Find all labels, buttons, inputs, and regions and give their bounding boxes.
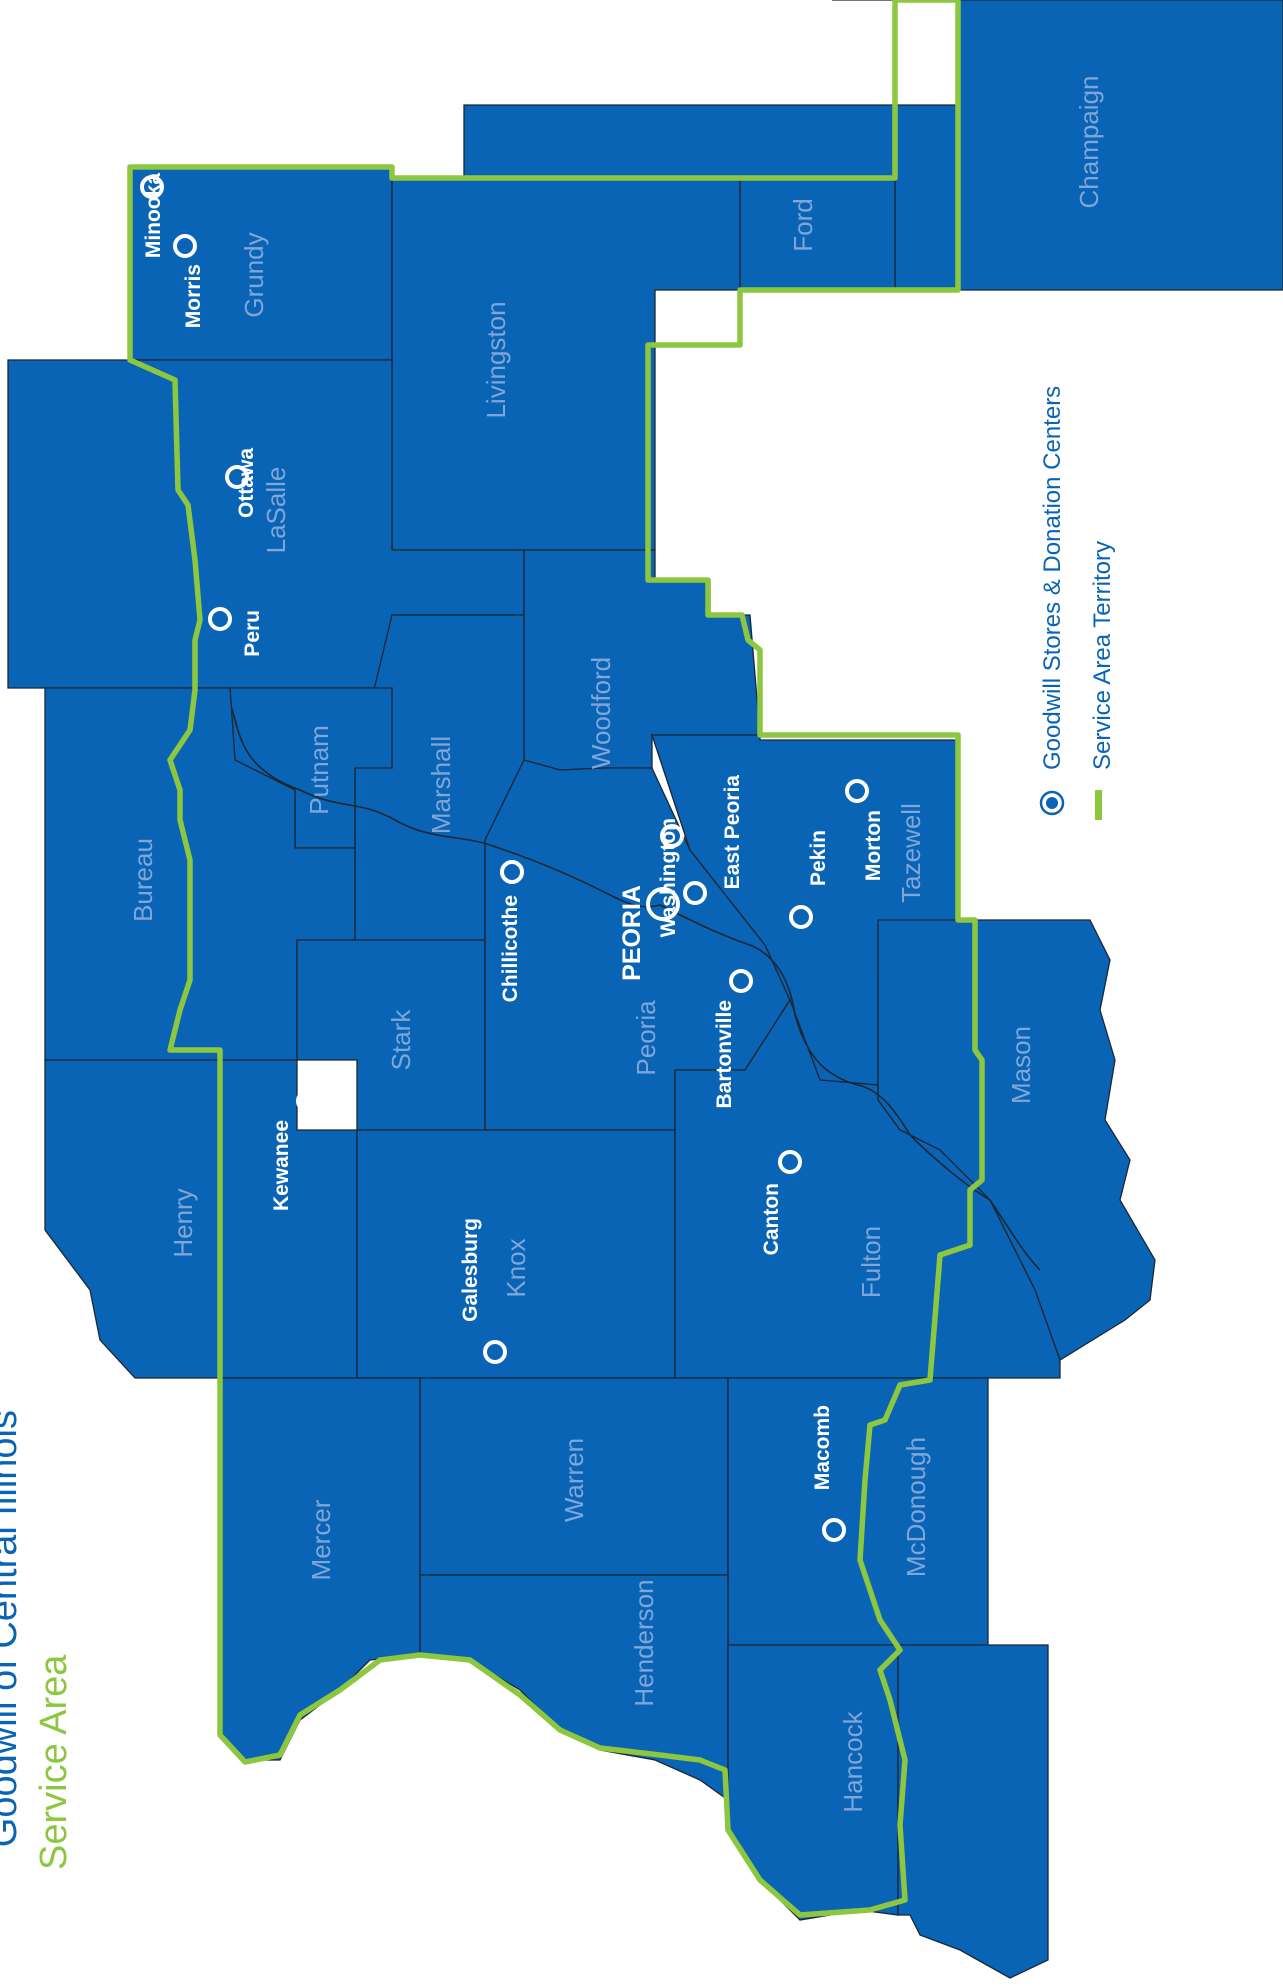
service-area-territory-line [127, 0, 985, 1918]
store-marker-ottawa[interactable] [225, 465, 249, 489]
store-marker-canton[interactable] [778, 1150, 802, 1174]
county-henderson[interactable] [419, 1574, 729, 1802]
city-label-macomb: Macomb [811, 1405, 834, 1490]
county-label-lasalle: LaSalle [261, 467, 291, 554]
county-label-mercer: Mercer [306, 1499, 336, 1580]
legend-stores-label: Goodwill Stores & Donation Centers [1039, 386, 1066, 770]
county-label-woodford: Woodford [586, 657, 616, 769]
county-hancock[interactable] [727, 1644, 899, 1921]
store-marker-washington[interactable] [660, 824, 684, 848]
county-label-peoria: Peoria [631, 1000, 661, 1076]
county-mcdonough[interactable] [727, 1377, 989, 1646]
legend-store-marker-icon [1039, 790, 1065, 816]
store-marker-pekin[interactable] [789, 905, 813, 929]
city-label-peoria: PEORIA [618, 885, 646, 981]
county-label-henderson: Henderson [629, 1579, 659, 1706]
city-label-minooka: Minooka [142, 173, 165, 258]
legend: Goodwill Stores & Donation Centers Servi… [1039, 386, 1116, 820]
store-marker-morton[interactable] [845, 779, 869, 803]
store-marker-minooka[interactable] [140, 175, 164, 199]
legend-store-marker-dot [1046, 797, 1058, 809]
county-label-hancock: Hancock [838, 1710, 868, 1812]
county-label-mason: Mason [1006, 1026, 1036, 1104]
store-marker-peru[interactable] [208, 607, 232, 631]
county-livingston[interactable] [391, 177, 741, 551]
legend-territory-label: Service Area Territory [1089, 541, 1116, 770]
store-marker-east-peoria[interactable] [683, 881, 707, 905]
city-label-washington: Washington [657, 818, 680, 937]
city-label-pekin: Pekin [807, 830, 830, 886]
county-henry[interactable] [44, 1059, 358, 1379]
store-marker-galesburg[interactable] [483, 1340, 507, 1364]
city-label-peru: Peru [241, 610, 264, 657]
city-label-bartonville: Bartonville [713, 1000, 736, 1109]
city-label-morton: Morton [862, 810, 885, 881]
legend-territory-line-icon [1095, 790, 1102, 820]
county-label-marshall: Marshall [426, 736, 456, 834]
county-adams-area[interactable] [897, 1644, 1049, 1979]
county-label-mcdonough: McDonough [901, 1437, 931, 1577]
store-marker-peoria[interactable] [646, 887, 680, 921]
store-marker-chillicothe[interactable] [500, 860, 524, 884]
city-label-canton: Canton [760, 1183, 783, 1255]
city-label-chillicothe: Chillicothe [499, 895, 522, 1002]
county-label-grundy: Grundy [239, 232, 269, 317]
illinois-river [231, 707, 1041, 1271]
map-title: Goodwill of Central Illinois [0, 1410, 25, 1847]
county-label-knox: Knox [501, 1238, 531, 1297]
city-markers [140, 175, 869, 1542]
store-marker-macomb[interactable] [822, 1518, 846, 1542]
city-label-east-peoria: East Peoria [721, 775, 744, 890]
city-label-morris: Morris [182, 264, 205, 328]
store-marker-bartonville[interactable] [729, 969, 753, 993]
store-marker-morris[interactable] [173, 234, 197, 258]
city-label-kewanee: Kewanee [270, 1120, 293, 1211]
county-label-livingston: Livingston [481, 301, 511, 418]
county-label-champaign: Champaign [1074, 76, 1104, 209]
county-label-ford: Ford [788, 198, 818, 251]
county-label-stark: Stark [386, 1009, 416, 1071]
county-shapes [7, 0, 1283, 1979]
city-label-ottawa: Ottawa [235, 448, 258, 518]
county-labels: Grundy LaSalle Livingston Ford Champaign… [128, 76, 1104, 1813]
county-label-putnam: Putnam [304, 725, 334, 815]
county-label-bureau: Bureau [128, 838, 158, 922]
county-label-warren: Warren [559, 1438, 589, 1522]
city-label-galesburg: Galesburg [459, 1218, 482, 1322]
county-champaign[interactable] [832, 0, 1283, 291]
map-title-block: Goodwill of Central Illinois Service Are… [0, 1410, 75, 1870]
county-label-henry: Henry [168, 1188, 198, 1257]
county-label-fulton: Fulton [856, 1226, 886, 1298]
map-subtitle: Service Area [33, 1654, 75, 1870]
county-label-tazewell: Tazewell [896, 803, 926, 903]
store-marker-kewanee[interactable] [296, 1089, 320, 1113]
city-labels: Minooka Morris Ottawa Peru Washington PE… [142, 173, 885, 1491]
